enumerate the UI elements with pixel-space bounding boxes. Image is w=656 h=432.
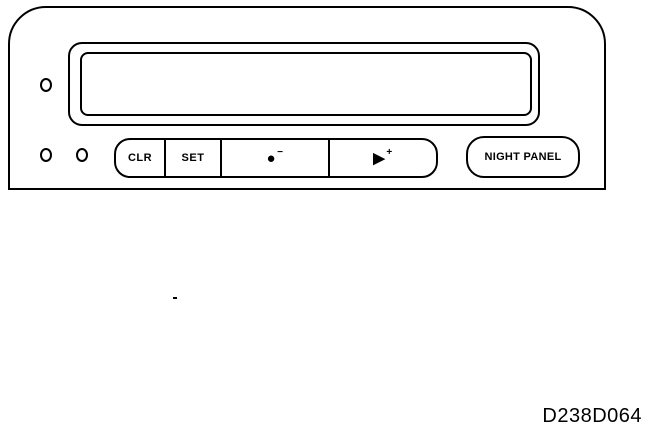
control-button-group: CLR SET ●− ▶+: [114, 138, 438, 178]
indicator-light-bottom-right: [76, 148, 88, 162]
radio-panel: [8, 6, 606, 190]
display-bezel: [68, 42, 540, 126]
plus-icon: +: [386, 146, 393, 158]
dot-icon: ●: [266, 149, 277, 167]
clr-button[interactable]: CLR: [116, 140, 166, 176]
reference-code: D238D064: [542, 405, 642, 427]
minus-icon: −: [277, 146, 284, 158]
play-icon: ▶: [373, 149, 386, 167]
indicator-light-top: [40, 78, 52, 92]
clr-button-label: CLR: [127, 152, 153, 164]
set-button-label: SET: [181, 152, 205, 164]
indicator-light-bottom-left: [40, 148, 52, 162]
down-button[interactable]: ●−: [222, 140, 330, 176]
night-panel-button[interactable]: NIGHT PANEL: [466, 136, 580, 178]
display-screen: [80, 52, 532, 116]
set-button[interactable]: SET: [166, 140, 222, 176]
stray-mark: [173, 297, 177, 299]
night-panel-label: NIGHT PANEL: [484, 151, 562, 163]
up-button[interactable]: ▶+: [330, 140, 436, 176]
